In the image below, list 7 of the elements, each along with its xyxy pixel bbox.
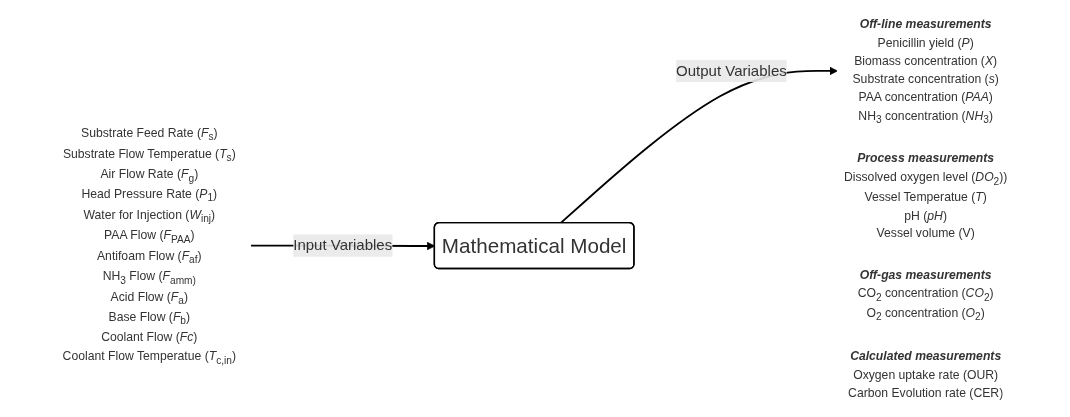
- node-text: Calculated measurements Oxygen uptake rate (OUR) Carbon Evolution rate (CER): [848, 349, 1004, 400]
- node-text: Process measurements Dissolved oxygen level (DO$_{2}$)) Vessel Temperatue (T) pH (pH) Vessel volume (V): [843, 151, 1008, 241]
- node-text: Off-gas measurements CO$_{2}$ concentration (CO$_{2}$) O$_{2}$ concentration (O$_{2}$): [857, 267, 994, 323]
- node-text: Off-line measurements Penicillin yield (P) Biomass concentration (X) Substrate concentration (s) PAA concentration (PAA) NH$_{3}$ concentration (NH$_{3}$): [852, 16, 999, 125]
- node-text: Substrate Feed Rate (F$_{s}$) Substrate Flow Temperatue (T$_{s}$) Air Flow Rate (F$_{g}$) Head Pressure Rate (P$_{1}$) Water for Injection (W$_{inj}$) PAA Flow (F$_{PAA}$) Antifoam Flow (F$_{af}$) NH$_{3}$ Flow (F$_{amm)}$ Acid Flow (F$_{a}$) Base Flow (F$_{b}$) Coolant Flow (Fc) Coolant Flow Temperatue (T$_{c,in}$): [62, 125, 237, 366]
- edge-label: Input Variables: [293, 237, 393, 254]
- edge-label: Output Variables: [676, 62, 787, 79]
